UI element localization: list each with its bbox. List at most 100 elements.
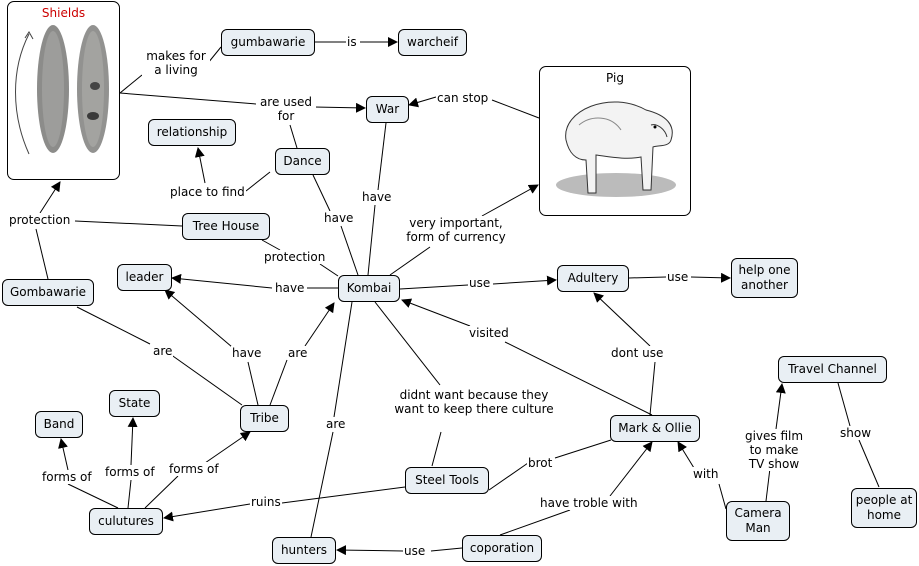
link-label-use-help: use <box>666 270 690 284</box>
node-coporation[interactable]: coporation <box>462 535 542 562</box>
link-label-have-troble: have troble with <box>539 496 639 510</box>
link-label-use-adultery: use <box>468 276 492 290</box>
node-steel-tools[interactable]: Steel Tools <box>405 467 489 494</box>
link-line-have-dance <box>312 174 331 212</box>
node-band[interactable]: Band <box>35 411 83 438</box>
link-line-kombai-didnt <box>374 301 441 386</box>
link-label-makes-for-living: makes for a living <box>142 49 210 77</box>
node-war[interactable]: War <box>366 96 409 123</box>
link-label-are-tribe: are <box>287 346 309 360</box>
shields-title: Shields <box>41 6 86 20</box>
link-label-dont-use: dont use <box>610 346 665 360</box>
link-label-very-important: very important, form of currency <box>402 216 510 244</box>
link-line-visited-kombai <box>401 298 471 327</box>
link-label-have-dance: have <box>323 211 355 225</box>
node-tree-house[interactable]: Tree House <box>182 213 270 240</box>
link-line-are-hunters <box>310 431 334 538</box>
link-label-didnt-want: didnt want because they want to keep the… <box>388 388 560 416</box>
link-line-forms-state <box>127 417 138 466</box>
node-mark-ollie[interactable]: Mark & Ollie <box>610 415 700 442</box>
link-label-visited: visited <box>468 326 510 340</box>
link-label-are-gombawarie: are <box>152 344 174 358</box>
node-hunters[interactable]: hunters <box>272 537 336 564</box>
link-label-forms-of-tribe: forms of <box>168 462 220 476</box>
link-line-shields-used <box>119 92 257 105</box>
node-people-at-home[interactable]: people at home <box>851 488 917 528</box>
node-relationship[interactable]: relationship <box>148 119 236 146</box>
node-camera-man[interactable]: Camera Man <box>726 501 790 541</box>
link-label-gives-film: gives film to make TV show <box>742 429 806 471</box>
link-line-tribe-have <box>247 361 259 406</box>
link-line-kombai-use <box>399 284 469 290</box>
node-kombai[interactable]: Kombai <box>338 275 400 302</box>
link-line-tribe-are <box>269 359 288 406</box>
link-line-steel-ruins <box>281 486 406 504</box>
link-label-have-leader: have <box>274 281 306 295</box>
link-line-coporation-have <box>499 509 571 536</box>
link-line-didnt-steel <box>431 431 442 467</box>
link-line-kombai-have2 <box>340 225 359 276</box>
link-label-ruins: ruins <box>250 495 282 509</box>
link-line-ruins-cultures <box>163 503 251 522</box>
link-line-kombai-are <box>333 301 353 418</box>
link-line-travel-show <box>837 382 851 427</box>
link-line-gomba-are <box>76 306 151 345</box>
link-label-brot: brot <box>527 456 554 470</box>
link-line-gives-travel <box>775 383 786 430</box>
link-line-makes-gumbawarie <box>207 46 222 64</box>
node-dance[interactable]: Dance <box>275 148 330 175</box>
link-label-show: show <box>839 426 873 440</box>
link-line-steel-brot <box>488 462 529 491</box>
link-line-protection-shields <box>39 181 61 214</box>
pig-picture <box>556 101 676 197</box>
link-line-cultures-forms-state <box>127 479 132 509</box>
node-gumbawarie[interactable]: gumbawarie <box>221 29 315 56</box>
link-line-used-war <box>313 102 366 113</box>
link-line-brot-mark <box>554 439 612 459</box>
link-label-have-tribe: have <box>231 346 263 360</box>
link-line-shields-makes <box>119 74 143 94</box>
link-line-cultures-forms-band <box>67 483 119 509</box>
link-line-cultures-forms-tribe <box>144 475 179 509</box>
node-adultery[interactable]: Adultery <box>557 265 629 292</box>
link-line-gomba-protection <box>35 228 49 280</box>
node-cultures[interactable]: culutures <box>89 508 163 535</box>
link-line-use-adultery <box>492 275 557 286</box>
link-line-have-leader <box>171 273 273 289</box>
node-help-one-another[interactable]: help one another <box>731 258 798 298</box>
link-line-dance-used <box>289 124 298 149</box>
link-line-with-mark <box>677 441 695 469</box>
link-label-are-hunters: are <box>325 417 347 431</box>
link-line-mark-visited <box>504 341 653 416</box>
node-gombawarie[interactable]: Gombawarie <box>2 279 94 306</box>
link-line-forms-tribe <box>204 431 251 464</box>
node-state[interactable]: State <box>109 390 160 417</box>
link-line-mark-dontuse <box>649 361 656 416</box>
pig-title: Pig <box>606 71 624 85</box>
link-label-are-used-for: are used for <box>256 95 316 123</box>
link-line-have-mark <box>609 441 653 497</box>
link-line-dontuse-adultery <box>593 292 651 347</box>
link-line-use-help <box>690 272 731 283</box>
link-line-place-relationship <box>194 147 206 184</box>
link-line-camera-gives <box>765 467 771 502</box>
link-line-adultery-use <box>628 276 667 279</box>
link-label-forms-of-band: forms of <box>41 470 93 484</box>
link-line-forms-band <box>58 438 69 471</box>
node-leader[interactable]: leader <box>117 264 172 291</box>
link-line-protection-kombai <box>319 263 339 277</box>
node-warcheif[interactable]: warcheif <box>398 29 467 56</box>
link-line-have-leader2 <box>164 289 233 348</box>
link-label-use-hunters: use <box>403 544 427 558</box>
link-label-place-to-find: place to find <box>169 185 246 199</box>
link-line-are-kombai <box>304 302 335 347</box>
shields-image-node[interactable]: Shields <box>7 1 120 180</box>
pig-image-node[interactable]: Pig <box>539 66 691 216</box>
link-label-can-stop: can stop <box>436 91 490 105</box>
shields-picture <box>15 25 109 155</box>
node-tribe[interactable]: Tribe <box>240 405 289 432</box>
node-travel-channel[interactable]: Travel Channel <box>778 356 887 383</box>
link-line-have-war <box>377 122 387 191</box>
link-line-vi-pig <box>481 184 539 217</box>
